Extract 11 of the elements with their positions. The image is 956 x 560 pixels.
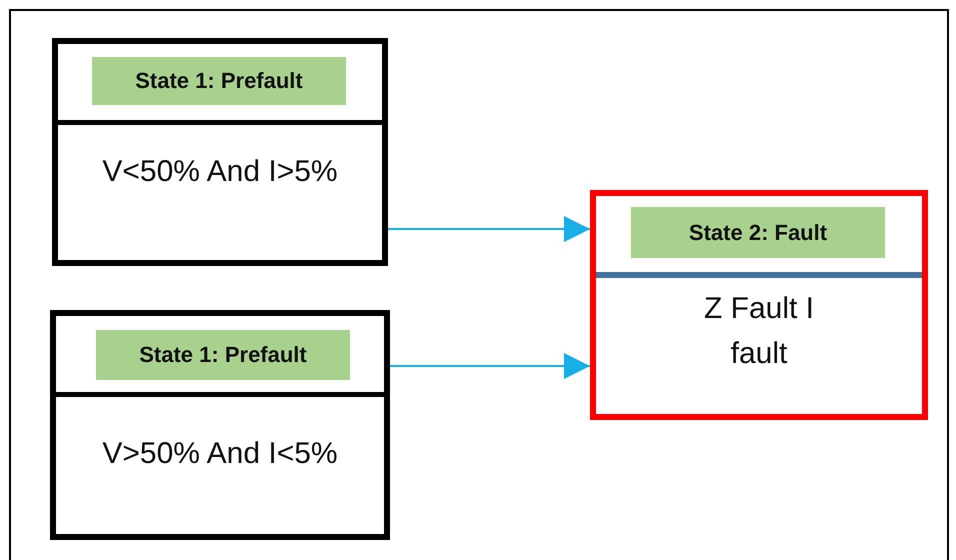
condition-text: V<50% And I>5% bbox=[101, 154, 339, 190]
condition-text: Z Fault I fault bbox=[702, 291, 816, 372]
state-box bbox=[50, 310, 390, 540]
state-label: State 2: Fault bbox=[631, 207, 885, 258]
condition-text: V>50% And I<5% bbox=[101, 436, 339, 472]
state-label: State 1: Prefault bbox=[96, 330, 350, 380]
arrow bbox=[390, 353, 590, 379]
fault-state-box bbox=[590, 190, 928, 420]
arrow bbox=[388, 216, 590, 242]
state-label: State 1: Prefault bbox=[92, 57, 346, 105]
state-box bbox=[52, 38, 388, 266]
